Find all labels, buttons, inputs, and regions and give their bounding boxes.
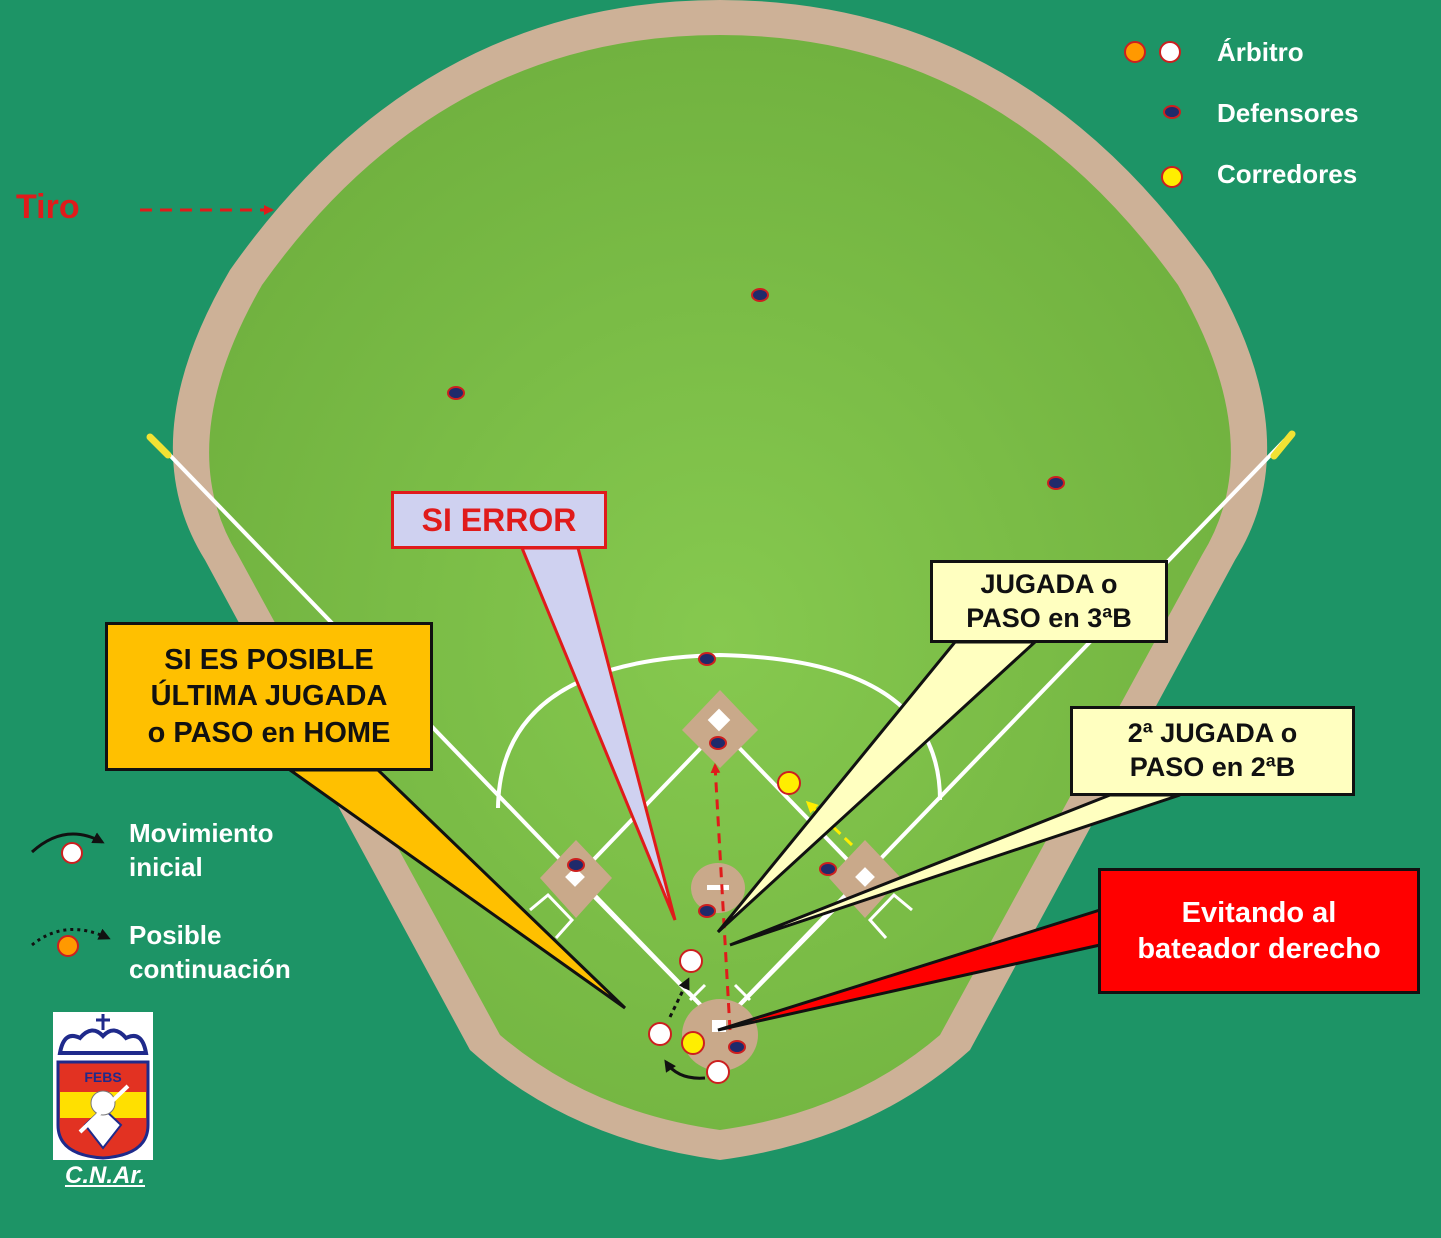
legend-move-arrow-icon [30, 832, 105, 854]
left-foul-pole [146, 433, 172, 459]
third-base-callout: JUGADA o PASO en 3ªB [930, 560, 1168, 643]
ball-icon [90, 1090, 116, 1116]
third-coach-box [529, 892, 575, 939]
evitando-line2: bateador derecho [1137, 933, 1381, 965]
umpire-moved-position [648, 1022, 672, 1046]
first-coach-box [867, 892, 913, 939]
defender-first-base [819, 862, 837, 876]
legend-posible-line1: Posible [129, 920, 222, 950]
defender-right-field [1047, 476, 1065, 490]
legend-movimiento-label: Movimiento inicial [129, 816, 273, 884]
legend-tiro-label: Tiro [16, 188, 80, 226]
legend-possible-arrow-icon [31, 928, 111, 947]
legend-posible-line2: continuación [129, 954, 291, 984]
umpire-move-arrow [664, 1059, 706, 1080]
third-callout-line2: PASO en 3ªB [966, 602, 1132, 633]
si-error-callout: SI ERROR [391, 491, 607, 549]
evitando-callout: Evitando al bateador derecho [1098, 868, 1420, 994]
legend-umpire-orange-icon [1124, 41, 1146, 63]
home-callout: SI ES POSIBLE ÚLTIMA JUGADA o PASO en HO… [105, 622, 433, 771]
second-callout-line1: 2ª JUGADA o [1127, 718, 1298, 749]
defender-second-base [709, 736, 727, 750]
crown-icon [57, 1028, 149, 1055]
cnar-logo: FEBS [53, 1012, 153, 1160]
home-callout-line3: o PASO en HOME [147, 716, 391, 749]
home-callout-line1: SI ES POSIBLE [164, 644, 374, 677]
pitchers-rubber [707, 885, 729, 890]
legend-runner-icon [1161, 166, 1183, 188]
second-base-callout: 2ª JUGADA o PASO en 2ªB [1070, 706, 1355, 796]
legend-defender-icon [1163, 105, 1181, 119]
umpire-possible-arrow [668, 977, 690, 1018]
legend-defensores-label: Defensores [1217, 98, 1359, 128]
first-base [855, 867, 875, 887]
second-base [707, 708, 731, 732]
legend-movimiento-line2: inicial [129, 852, 203, 882]
legend-umpire-white-icon [1159, 41, 1181, 63]
legend-move-umpire-icon [61, 842, 83, 864]
right-foul-pole [1270, 430, 1296, 460]
umpire-start-position [706, 1060, 730, 1084]
defender-third-base [567, 858, 585, 872]
throw-arrow [710, 763, 732, 1031]
legend-possible-umpire-icon [57, 935, 79, 957]
defender-shortstop [698, 652, 716, 666]
defender-pitcher [698, 904, 716, 918]
legend-movimiento-line1: Movimiento [129, 818, 274, 848]
defenders [447, 288, 1065, 1054]
third-callout-line1: JUGADA o [980, 568, 1118, 599]
si-error-text: SI ERROR [421, 502, 577, 538]
runner-at-home [681, 1031, 705, 1055]
legend-arbitro-label: Árbitro [1217, 37, 1304, 67]
home-callout-line2: ÚLTIMA JUGADA [150, 680, 388, 713]
bat-icon [78, 1084, 130, 1134]
defender-center-field [751, 288, 769, 302]
runner-near-second [777, 771, 801, 795]
evitando-line1: Evitando al [1181, 896, 1337, 929]
runner-advance-arrow [805, 800, 854, 847]
defender-catcher [728, 1040, 746, 1054]
batter-box-line-right [733, 983, 752, 1002]
logo-caption: C.N.Ar. [64, 1162, 145, 1189]
defender-left-field [447, 386, 465, 400]
legend-corredores-label: Corredores [1217, 159, 1358, 189]
third-base [565, 867, 585, 887]
umpire-possible-position [679, 949, 703, 973]
logo-emblem-text: FEBS [84, 1069, 121, 1085]
legend-posible-label: Posible continuación [129, 918, 291, 986]
second-callout-line2: PASO en 2ªB [1129, 752, 1296, 782]
batter-box-line-left [688, 983, 707, 1002]
